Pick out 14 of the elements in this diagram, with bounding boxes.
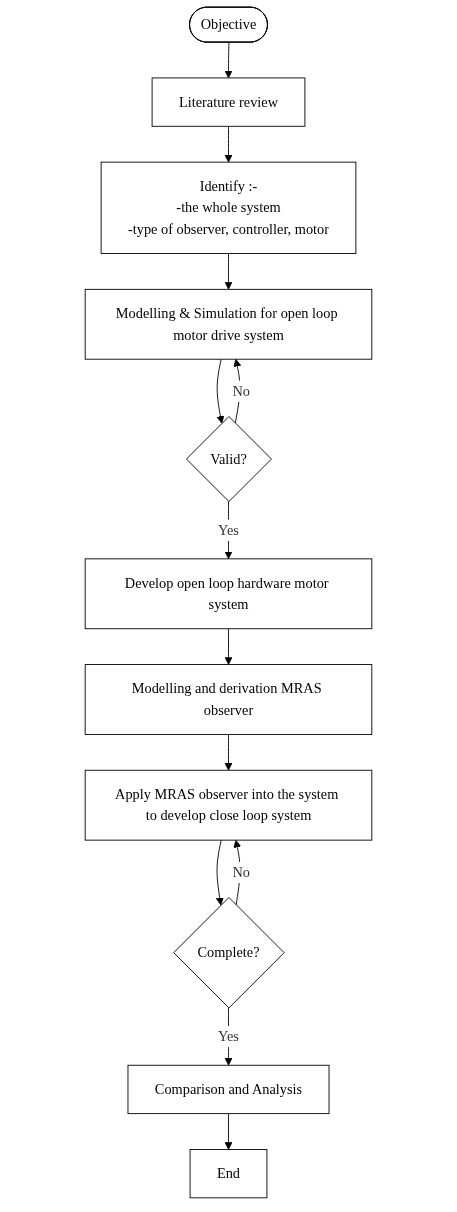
edge-label: Yes <box>218 1028 239 1044</box>
edge-label: Yes <box>218 522 239 538</box>
node-diamond: Complete? <box>173 897 285 1009</box>
node-box: Modelling & Simulation for open loop motor drive system <box>84 288 373 360</box>
node-diamond: Valid? <box>186 416 272 502</box>
node-box: Modelling and derivation MRAS observer <box>84 664 373 735</box>
node-box: Literature review <box>151 77 306 127</box>
edge-label: No <box>232 383 250 399</box>
edge-label: No <box>232 864 251 880</box>
node-box: Identify :- -the whole system -type of observer, controller, motor <box>100 161 357 254</box>
node-box: End <box>189 1149 268 1199</box>
node-box: Comparison and Analysis <box>127 1064 330 1115</box>
node-box: Apply MRAS observer into the system to develop close loop system <box>84 769 373 841</box>
node-box: Develop open loop hardware motor system <box>84 558 373 630</box>
